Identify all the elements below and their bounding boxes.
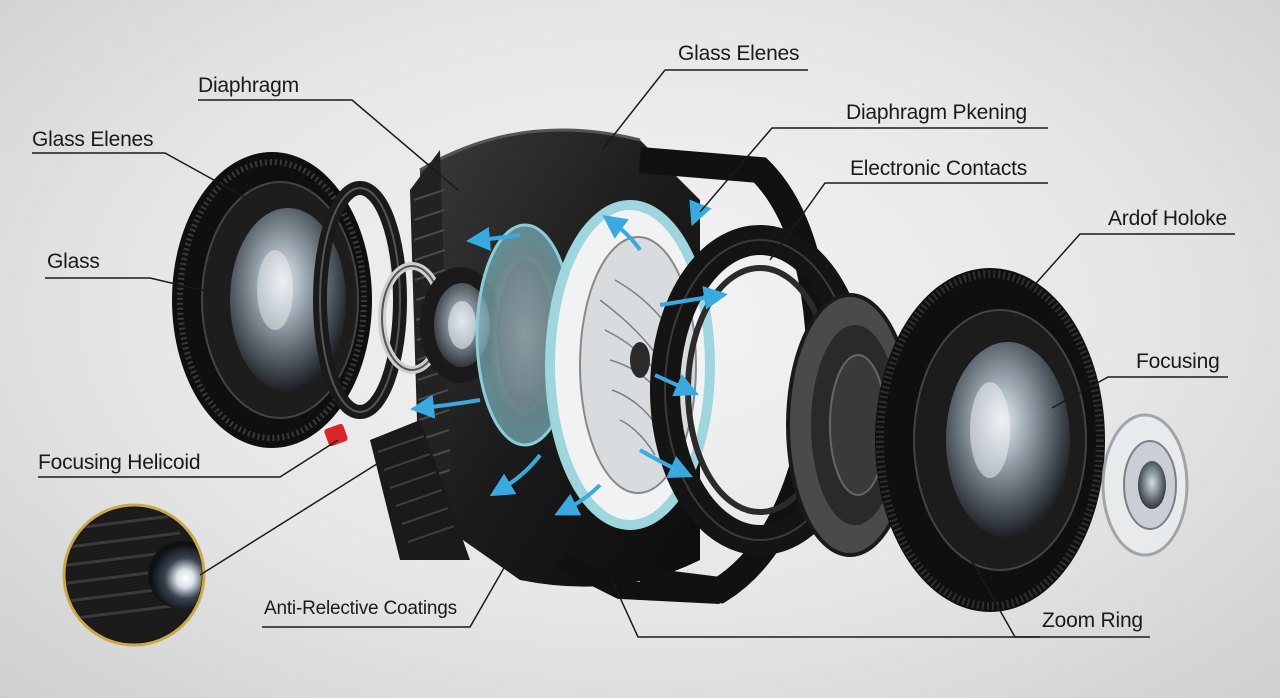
- label-glass: Glass: [47, 250, 100, 274]
- label-focusing: Focusing: [1136, 350, 1220, 374]
- rear-clear-element: [1103, 415, 1187, 555]
- label-glass-elenes-left: Glass Elenes: [32, 128, 153, 152]
- label-diaphragm: Diaphragm: [198, 74, 299, 98]
- label-ardof-holoke: Ardof Holoke: [1108, 207, 1227, 231]
- label-glass-elenes-top: Glass Elenes: [678, 42, 799, 66]
- rear-lens-element: [875, 268, 1105, 612]
- detail-inset-circle: [60, 505, 216, 655]
- label-zoom-ring: Zoom Ring: [1042, 609, 1143, 633]
- label-diaphragm-pkening: Diaphragm Pkening: [846, 101, 1027, 125]
- label-electronic-contacts: Electronic Contacts: [850, 157, 1027, 181]
- label-focusing-helicoid: Focusing Helicoid: [38, 451, 200, 475]
- label-anti-relective-coatings: Anti-Relective Coatings: [264, 598, 457, 620]
